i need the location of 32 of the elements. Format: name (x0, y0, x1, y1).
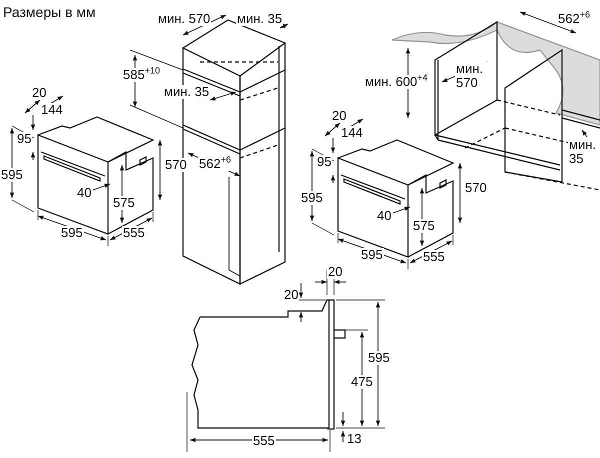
dimension-label: 595 (367, 351, 391, 365)
dimension-label: 570 (464, 181, 488, 195)
dimension-label: 20 (31, 86, 48, 100)
dimension-label: 13 (346, 432, 362, 446)
dimension-label: 575 (112, 196, 136, 210)
dimension-label: 562$^{+6}$ (198, 157, 232, 171)
dimension-label: 95 (316, 155, 332, 169)
dimension-label: 562$^{+6}$ (557, 12, 591, 26)
dimension-label: 595 (0, 168, 24, 182)
dimension-label: 595 (300, 191, 324, 205)
dimension-label: 555 (422, 250, 446, 264)
dimension-label: 95 (16, 132, 32, 146)
dimension-label: мин. 600$^{+4}$ (364, 75, 429, 89)
dimension-label: 40 (76, 186, 92, 200)
dimension-label: 475 (350, 375, 374, 389)
dimension-label: 555 (252, 434, 276, 448)
dimension-label: 585$^{+10}$ (122, 68, 161, 82)
dimension-label: 20 (283, 288, 300, 302)
dimension-label: мин. 35 (163, 85, 210, 99)
dimension-label: 555 (122, 226, 146, 240)
dimension-label: 40 (376, 209, 392, 223)
dimension-label: мин. 570 (157, 12, 212, 26)
dimension-label: мин. 35 (236, 12, 284, 26)
dimension-label: 595 (60, 226, 84, 240)
dimension-label: 595 (360, 248, 384, 262)
dimension-label: 144 (40, 103, 64, 117)
dimension-label: 144 (340, 126, 364, 140)
dimension-label: 20 (331, 109, 348, 123)
dimension-label: 20 (327, 265, 344, 279)
heading: Размеры в мм (2, 5, 97, 19)
dimension-label: 575 (412, 219, 436, 233)
dimension-label: 570 (164, 158, 188, 172)
